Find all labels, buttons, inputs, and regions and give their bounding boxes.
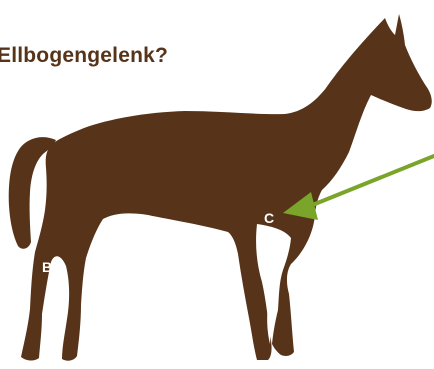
label-c: C xyxy=(264,210,274,226)
hind-leg-gap xyxy=(55,280,62,342)
horse-silhouette xyxy=(21,14,432,361)
label-b: B xyxy=(42,259,52,275)
label-a: A xyxy=(262,272,272,288)
